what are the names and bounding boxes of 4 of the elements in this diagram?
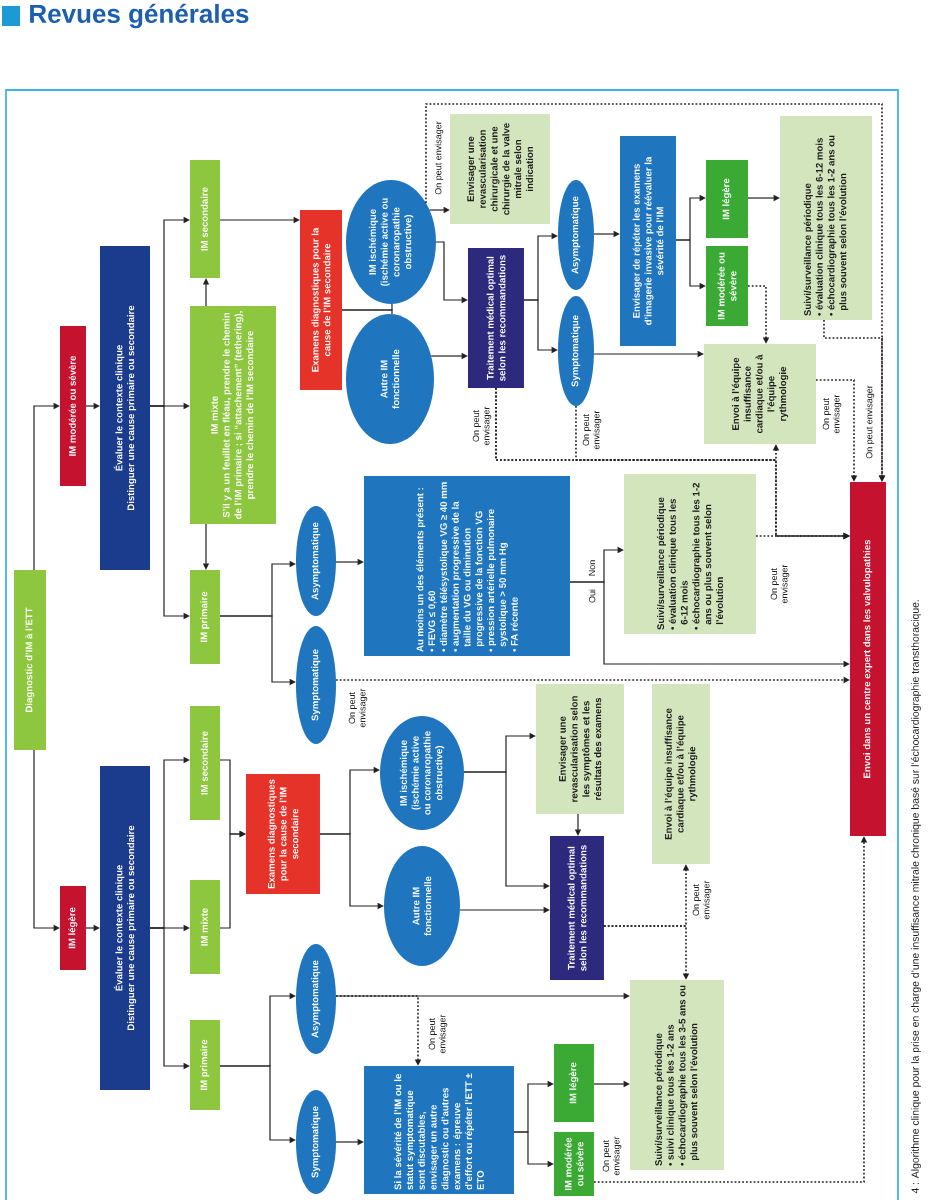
section-title: Revues générales	[30, 3, 249, 29]
connector-line	[341, 309, 393, 315]
arrow	[219, 830, 246, 929]
arrow	[33, 402, 60, 571]
